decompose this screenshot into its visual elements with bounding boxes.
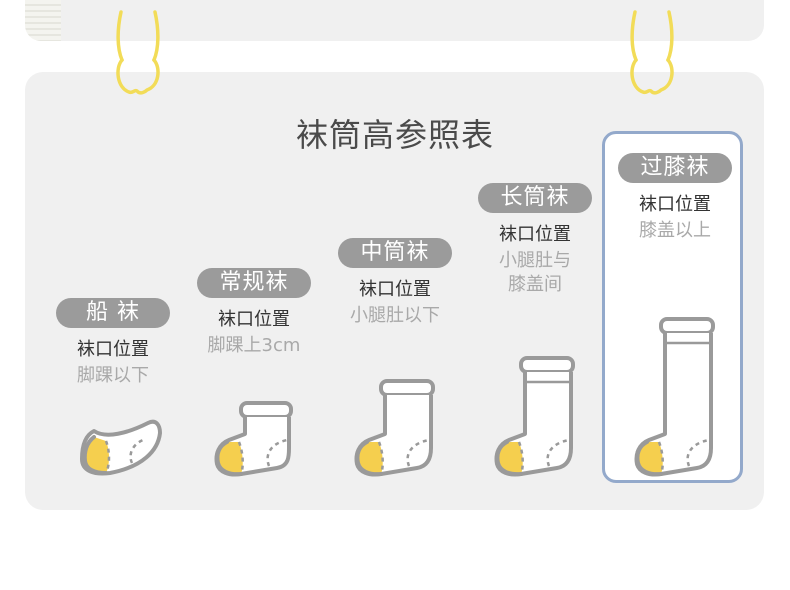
sock-type-label: 长筒袜 [478, 183, 592, 213]
cuff-height-desc-line2: 膝盖间 [508, 274, 562, 295]
cuff-height-desc: 脚踝以下 [77, 365, 149, 386]
column-long-sock: 长筒袜 袜口位置 小腿肚与 膝盖间 [465, 183, 605, 297]
cuff-position-label: 袜口位置 [499, 224, 571, 245]
long-sock-icon [494, 356, 575, 477]
clip-icon-right [630, 10, 674, 95]
column-regular-sock: 常规袜 袜口位置 脚踝上3cm [184, 268, 324, 358]
column-over-knee-sock: 过膝袜 袜口位置 膝盖以上 [605, 153, 745, 243]
column-mid-calf-sock: 中筒袜 袜口位置 小腿肚以下 [325, 238, 465, 328]
cuff-position-label: 袜口位置 [639, 194, 711, 215]
top-lines-decoration [25, 0, 61, 41]
cuff-position-label: 袜口位置 [359, 279, 431, 300]
cuff-height-desc: 小腿肚以下 [350, 305, 440, 326]
cuff-position-label: 袜口位置 [77, 339, 149, 360]
top-card [25, 0, 764, 41]
clip-icon-left [116, 10, 160, 95]
cuff-height-desc: 膝盖以上 [639, 220, 711, 241]
cuff-position-label: 袜口位置 [218, 309, 290, 330]
regular-sock-icon [214, 401, 293, 477]
sock-type-label: 船 袜 [56, 298, 170, 328]
cuff-height-desc: 脚踝上3cm [207, 335, 301, 356]
page-title: 袜筒高参照表 [295, 116, 494, 154]
boat-sock-icon [80, 419, 162, 476]
column-boat-sock: 船 袜 袜口位置 脚踝以下 [43, 298, 183, 388]
cuff-height-desc: 小腿肚与 [499, 250, 571, 271]
over-knee-sock-icon [634, 317, 715, 477]
sock-type-label: 过膝袜 [618, 153, 732, 183]
sock-type-label: 中筒袜 [338, 238, 452, 268]
sock-type-label: 常规袜 [197, 268, 311, 298]
mid-calf-sock-icon [354, 379, 435, 477]
